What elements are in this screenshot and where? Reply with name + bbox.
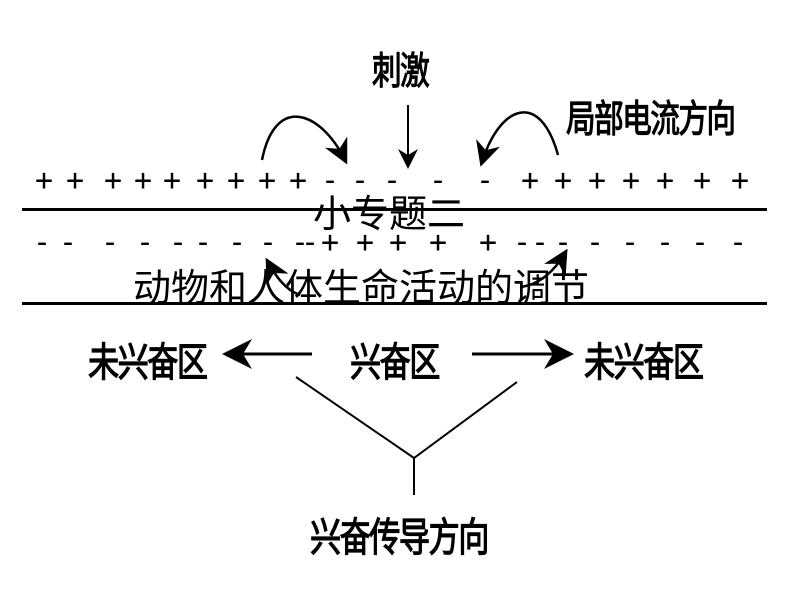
negative-charge: - xyxy=(168,225,188,260)
left-unexcited-label: 未兴奋区 xyxy=(88,340,208,386)
local-current-arc-right-inner xyxy=(519,248,568,289)
negative-charge: - xyxy=(227,225,247,260)
positive-charge: + xyxy=(133,163,153,198)
negative-charge: - xyxy=(553,225,573,260)
positive-charge: + xyxy=(226,163,246,198)
local-current-label: 局部电流方向 xyxy=(566,97,736,141)
positive-charge: + xyxy=(587,163,607,198)
positive-charge: + xyxy=(355,225,375,260)
positive-charge: + xyxy=(520,163,540,198)
positive-charge: + xyxy=(162,163,182,198)
slide-title: 小专题二 xyxy=(313,192,466,236)
negative-charge: - xyxy=(58,225,78,260)
negative-charge: - xyxy=(258,225,278,260)
positive-charge: + xyxy=(428,225,448,260)
negative-charge: - xyxy=(32,225,52,260)
membrane-outer-line xyxy=(22,208,767,211)
positive-charge: + xyxy=(257,163,277,198)
negative-charge: - xyxy=(655,225,675,260)
positive-charge: + xyxy=(195,163,215,198)
negative-charge: - xyxy=(512,225,532,260)
positive-charge: + xyxy=(103,163,123,198)
negative-charge: - xyxy=(475,163,495,198)
positive-charge: + xyxy=(65,163,85,198)
positive-charge: + xyxy=(655,163,675,198)
positive-charge: + xyxy=(320,225,340,260)
local-current-arc-left-outer xyxy=(260,115,348,165)
negative-charge: - xyxy=(382,163,402,198)
positive-charge: + xyxy=(692,163,712,198)
negative-charge: - xyxy=(690,225,710,260)
negative-charge: - xyxy=(300,225,320,260)
negative-charge: - xyxy=(350,163,370,198)
local-current-arc-left-inner xyxy=(265,257,301,297)
negative-charge: - xyxy=(428,163,448,198)
conduction-bracket xyxy=(295,376,518,460)
negative-charge: - xyxy=(728,225,748,260)
negative-charge: - xyxy=(620,225,640,260)
positive-charge: + xyxy=(553,163,573,198)
slide-subtitle: 动物和人体生命活动的调节 xyxy=(133,266,590,310)
negative-charge: - xyxy=(530,225,550,260)
negative-charge: - xyxy=(135,225,155,260)
positive-charge: + xyxy=(34,163,54,198)
excited-label: 兴奋区 xyxy=(350,340,440,386)
local-current-arc-right-outer xyxy=(476,111,560,167)
positive-charge: + xyxy=(388,225,408,260)
membrane-inner-line xyxy=(22,302,767,305)
right-unexcited-label: 未兴奋区 xyxy=(584,340,704,386)
stimulus-label: 刺激 xyxy=(372,49,430,93)
positive-charge: + xyxy=(621,163,641,198)
positive-charge: + xyxy=(478,225,498,260)
negative-charge: - xyxy=(290,225,310,260)
conduction-direction-label: 兴奋传导方向 xyxy=(310,515,489,561)
positive-charge: + xyxy=(730,163,750,198)
negative-charge: - xyxy=(585,225,605,260)
negative-charge: - xyxy=(100,225,120,260)
negative-charge: - xyxy=(320,163,340,198)
positive-charge: + xyxy=(288,163,308,198)
negative-charge: - xyxy=(193,225,213,260)
